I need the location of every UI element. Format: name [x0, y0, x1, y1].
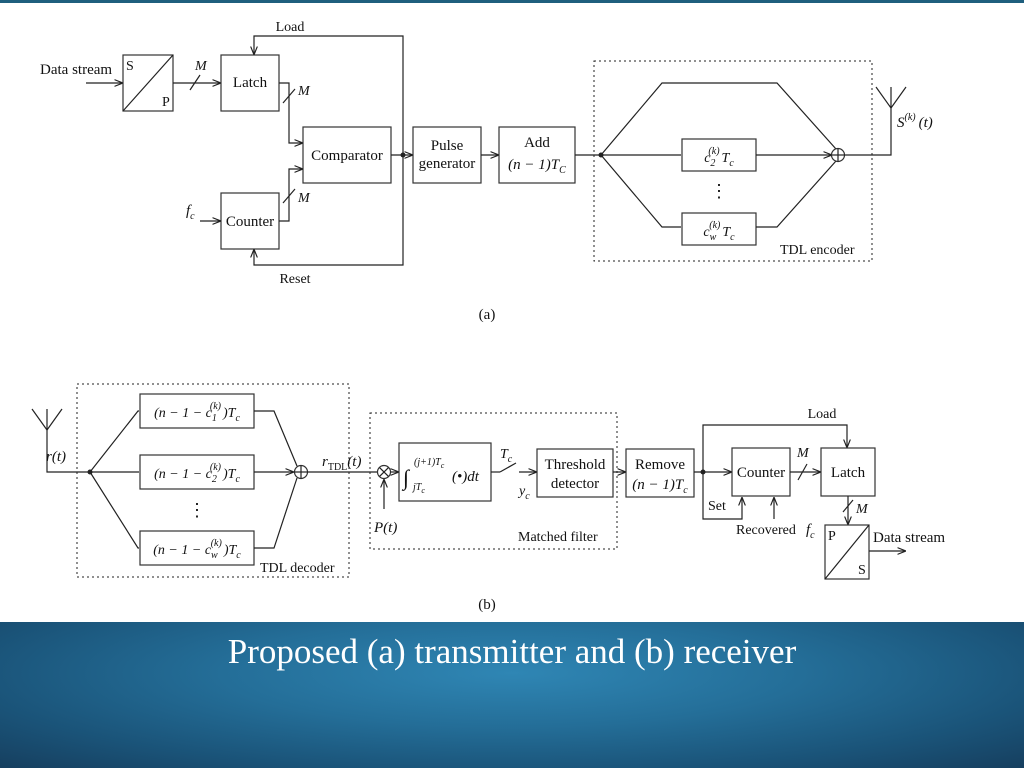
rx-diagram-label: (b)	[478, 597, 496, 613]
rx-latch-block: Latch	[820, 447, 876, 497]
tx-add-label-1: Add	[524, 135, 550, 151]
rx-decoder-delay-1: (n − 1 − c1(k))Tc	[139, 393, 255, 429]
tx-diagram-label: (a)	[479, 307, 496, 323]
rx-dec-2-label: (n − 1 − c2(k))Tc	[154, 462, 240, 485]
rx-tdl-output-label: rTDL(t)	[322, 454, 361, 473]
rx-decoder-delay-w: (n − 1 − cw(k))Tc	[139, 530, 255, 566]
rx-tdl-decoder-frame	[76, 383, 350, 578]
rx-decoder-vdots: ⋮	[188, 500, 206, 520]
tx-tdl-encoder-label: TDL encoder	[780, 243, 855, 258]
tx-encoder-delay-cw: cw(k)Tc	[681, 212, 757, 246]
tx-encoder-delay-c2: c2(k)Tc	[681, 138, 757, 172]
tx-encoder-vdots: ⋮	[710, 181, 728, 201]
rx-dec-w-label: (n − 1 − cw(k))Tc	[153, 538, 241, 561]
receiver-diagram: r(t) TDL decoder (n − 1 − c1(k))Tc (n − …	[31, 383, 945, 613]
tx-pulse-generator-block: Pulse generator	[412, 126, 482, 184]
rx-remove-label-2: (n − 1)Tc	[632, 477, 688, 496]
tx-reset-label: Reset	[279, 272, 310, 287]
tx-latch-block: Latch	[220, 54, 280, 112]
tx-comparator-label: Comparator	[311, 148, 383, 164]
rx-threshold-detector-block: Threshold detector	[536, 448, 614, 498]
tx-tdl-encoder-frame	[593, 60, 873, 262]
tx-counter-label: Counter	[226, 214, 274, 230]
rx-latch-label: Latch	[831, 465, 866, 481]
rx-decoder-delay-2: (n − 1 − c2(k))Tc	[139, 454, 255, 490]
rx-matched-filter-label: Matched filter	[518, 530, 598, 545]
tx-load-label: Load	[276, 20, 305, 35]
rx-integral-sign: ∫	[401, 465, 411, 491]
tx-comparator-block: Comparator	[302, 126, 392, 184]
rx-set-label: Set	[708, 499, 726, 514]
tx-bus-m-label-2: M	[297, 84, 311, 99]
tx-add-delay-block: Add (n − 1)TC	[498, 126, 576, 184]
rx-counter-label: Counter	[737, 465, 785, 481]
rx-pt-label: P(t)	[373, 520, 397, 536]
tx-latch-label: Latch	[233, 75, 268, 91]
transmitter-diagram: Data stream S P M Latch	[40, 20, 933, 323]
rx-ps-s-label: S	[858, 563, 866, 578]
rx-recovered-label: Recovered	[736, 523, 796, 538]
rx-load-label: Load	[808, 407, 837, 422]
rx-summer	[293, 464, 309, 480]
tx-bus-m-label-3: M	[297, 191, 311, 206]
diagram-panel: Data stream S P M Latch	[0, 0, 1024, 613]
tx-serial-parallel-converter: S P	[122, 54, 174, 112]
rx-ps-p-label: P	[828, 529, 836, 544]
rx-parallel-serial-converter: P S	[824, 524, 870, 580]
rx-bus-m-label-1: M	[796, 446, 810, 461]
rx-remove-delay-block: Remove (n − 1)Tc	[625, 448, 695, 498]
slide-caption: Proposed (a) transmitter and (b) receive…	[227, 632, 797, 671]
rx-matched-filter-frame	[369, 412, 618, 550]
tx-sp-p-label: P	[162, 95, 170, 110]
tx-bus-m-label-1: M	[194, 59, 208, 74]
rx-data-stream-label: Data stream	[873, 530, 945, 546]
rx-integral-upper: (j+1)Tc	[414, 457, 445, 470]
tx-sp-s-label: S	[126, 59, 134, 74]
tx-fc-label: fc	[186, 203, 195, 222]
rx-integrator-block: ∫ (j+1)Tc jTc (•)dt	[398, 442, 492, 502]
rx-bus-m-label-2: M	[855, 502, 869, 517]
tx-enc-c2-label: c2(k)Tc	[704, 146, 734, 169]
tx-data-stream-label: Data stream	[40, 62, 112, 78]
tx-output-label: S(k)(t)	[897, 112, 933, 131]
tx-pulse-label-1: Pulse	[431, 138, 464, 154]
rx-tc-label: Tc	[500, 447, 513, 465]
rx-input-label: r(t)	[46, 449, 66, 465]
rx-integral-lower: jTc	[411, 482, 425, 495]
tx-pulse-label-2: generator	[419, 156, 476, 172]
caption-bar: Proposed (a) transmitter and (b) receive…	[0, 622, 1024, 768]
rx-antenna-icon	[31, 408, 63, 431]
tx-enc-cw-label: cw(k)Tc	[703, 220, 735, 243]
rx-dec-1-label: (n − 1 − c1(k))Tc	[154, 401, 240, 424]
rx-yc-label: yc	[517, 484, 530, 502]
rx-threshold-label-1: Threshold	[545, 457, 606, 473]
rx-tdl-decoder-label: TDL decoder	[260, 561, 335, 576]
tx-summer	[830, 147, 846, 163]
block-diagram: Data stream S P M Latch	[31, 20, 945, 613]
rx-threshold-label-2: detector	[551, 476, 599, 492]
rx-fc-label: fc	[806, 522, 815, 541]
rx-integral-body: (•)dt	[452, 469, 480, 485]
tx-antenna-icon	[875, 86, 907, 109]
tx-counter-block: Counter	[220, 192, 280, 250]
rx-counter-block: Counter	[731, 447, 791, 497]
tx-add-label-2: (n − 1)TC	[508, 157, 566, 176]
rx-remove-label-1: Remove	[635, 457, 685, 473]
rx-multiplier	[376, 464, 392, 480]
